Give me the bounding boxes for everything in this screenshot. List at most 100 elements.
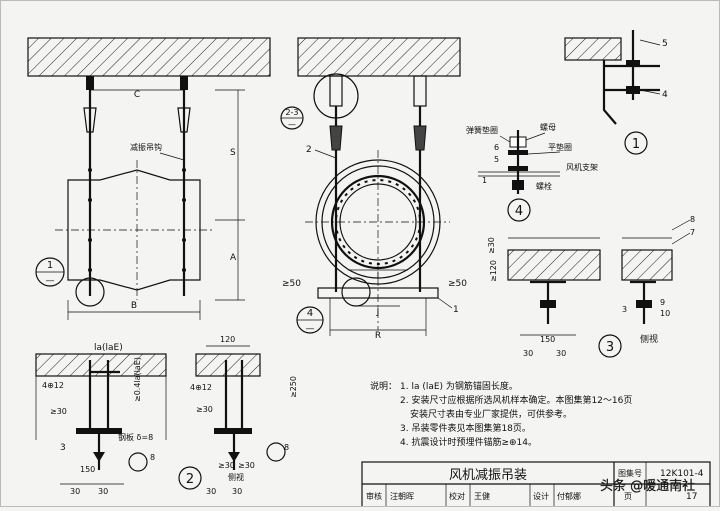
svg-text:校对: 校对	[449, 491, 465, 501]
label-5: 5	[662, 39, 668, 49]
embed-plate	[86, 76, 94, 90]
slab-detail3-side	[621, 249, 673, 281]
svg-text:—: —	[306, 324, 315, 334]
slab-detail2-side	[195, 353, 261, 377]
spring-isolator	[83, 107, 97, 133]
svg-text:8: 8	[284, 443, 289, 452]
svg-text:5: 5	[494, 155, 499, 164]
svg-text:30: 30	[70, 487, 80, 496]
svg-text:7: 7	[690, 228, 695, 237]
dim-i: I	[377, 271, 380, 281]
svg-text:150: 150	[80, 465, 95, 474]
label-rebar-side: 4⊕12	[190, 383, 212, 392]
svg-text:设计: 设计	[533, 491, 549, 501]
svg-text:8: 8	[150, 453, 155, 462]
svg-text:—: —	[46, 276, 55, 286]
dim-s: S	[230, 148, 236, 158]
label-spring-washer: 弹簧垫圈	[466, 125, 498, 135]
ceiling-slab-detail1	[564, 37, 622, 61]
dim-30: 30	[523, 349, 533, 358]
label-4: 4	[662, 90, 668, 100]
detail-number-3	[598, 334, 622, 358]
title-block: 风机减振吊装 图集号 12K101-4 页 17 审核 汪朝晖 校对 王健 设计…	[361, 461, 711, 508]
svg-text:9: 9	[660, 298, 665, 307]
label-flat-washer: 平垫圈	[548, 142, 572, 152]
svg-text:≥30: ≥30	[50, 407, 67, 416]
svg-text:8: 8	[690, 215, 695, 224]
svg-text:1: 1	[632, 137, 640, 152]
svg-text:30: 30	[232, 487, 242, 496]
detail-3: ≥30 ≥120 150 30 30 8 7 9 3 10 侧视 3	[487, 215, 695, 358]
svg-text:30: 30	[98, 487, 108, 496]
svg-text:6: 6	[494, 143, 499, 152]
fan-bracket	[317, 287, 439, 299]
watermark: 头条 @暖通南社	[600, 478, 695, 494]
dim-b: B	[131, 301, 137, 311]
dim-ge50-right: ≥50	[448, 279, 467, 289]
dim-ge50-left: ≥50	[282, 279, 301, 289]
label-part-2: 2	[306, 145, 312, 155]
detail-number-2	[178, 466, 202, 490]
svg-text:1: 1	[47, 260, 53, 271]
svg-text:4: 4	[515, 204, 523, 219]
detail-marker-8-side	[266, 442, 286, 462]
fan-body	[67, 169, 201, 291]
svg-text:3: 3	[622, 305, 627, 314]
svg-text:2-3: 2-3	[285, 108, 298, 117]
svg-text:≥30: ≥30	[196, 405, 213, 414]
notes-heading: 说明：	[370, 380, 397, 392]
note-item: 安装尺寸表由专业厂家提供，可供参考。	[410, 408, 572, 420]
note-item: 2. 安装尺寸应根据所选风机样本确定。本图集第12～16页	[400, 394, 632, 406]
dim-j: J	[376, 307, 380, 317]
designer-name: 付郁娜	[557, 491, 581, 501]
label-bolt: 螺栓	[536, 181, 552, 191]
detail-fan-front-view: C 减振吊钩 S A B 1 —	[27, 37, 271, 320]
detail-4-bolt: 弹簧垫圈 螺母 平垫圈 风机支架 螺栓 6 5 1 4	[466, 122, 598, 222]
dim-120: 120	[220, 335, 235, 344]
svg-text:3: 3	[606, 340, 614, 355]
dim-ge30: ≥30	[487, 237, 496, 254]
svg-text:—: —	[288, 120, 296, 129]
spring-isolator	[177, 107, 191, 133]
dim-ge120: ≥120	[489, 260, 498, 282]
embed-plate	[180, 76, 188, 90]
detail-number-1	[624, 131, 648, 155]
note-item: 4. 抗震设计时预埋件锚筋≥⊕14。	[400, 436, 537, 448]
label-la: la(laE)	[94, 343, 123, 353]
svg-text:3: 3	[60, 443, 66, 453]
svg-text:页: 页	[624, 492, 632, 501]
dim-c: C	[134, 90, 140, 100]
dim-30: 30	[556, 349, 566, 358]
ceiling-slab-left	[27, 37, 271, 77]
label-steel-plate: 钢板 δ=8	[118, 432, 153, 442]
svg-text:10: 10	[660, 309, 670, 318]
svg-text:≥30: ≥30	[238, 461, 255, 470]
slab-detail3	[507, 249, 601, 281]
reviewer-name: 汪朝晖	[390, 492, 414, 501]
svg-text:≥0.4la(laE): ≥0.4la(laE)	[133, 357, 142, 402]
note-item: 1. la (laE) 为钢筋锚固长度。	[400, 380, 518, 392]
label-part-1: 1	[453, 305, 459, 315]
detail-1-anchor: 5 4 1	[564, 30, 668, 155]
detail-circle-marker	[75, 277, 105, 307]
page-number: 17	[686, 492, 697, 502]
ceiling-slab-center	[297, 37, 461, 77]
label-side-view: 侧视	[228, 472, 244, 482]
label-side-view: 侧视	[640, 333, 658, 345]
detail-number-4	[507, 198, 531, 222]
set-number: 12K101-4	[660, 469, 704, 479]
dim-r: R	[375, 331, 381, 341]
svg-text:≥30: ≥30	[218, 461, 235, 470]
drawing-title: 风机减振吊装	[449, 468, 527, 483]
detail-marker-8	[128, 452, 148, 472]
note-item: 3. 吊装零件表见本图集第18页。	[400, 422, 531, 434]
svg-text:2: 2	[186, 472, 194, 487]
checker-name: 王健	[474, 491, 490, 501]
svg-text:1: 1	[482, 176, 487, 185]
dim-a: A	[230, 253, 237, 263]
detail-fan-side-view: 2-3 — 2 ≥50 ≥50 I J R 4 — 1	[280, 37, 467, 341]
dim-150: 150	[540, 335, 555, 344]
detail-2: la(laE) 120 ≥250 4⊕12 4⊕12 ≥30 ≥30 ≥0.4l…	[35, 335, 298, 496]
svg-text:4: 4	[307, 308, 313, 319]
